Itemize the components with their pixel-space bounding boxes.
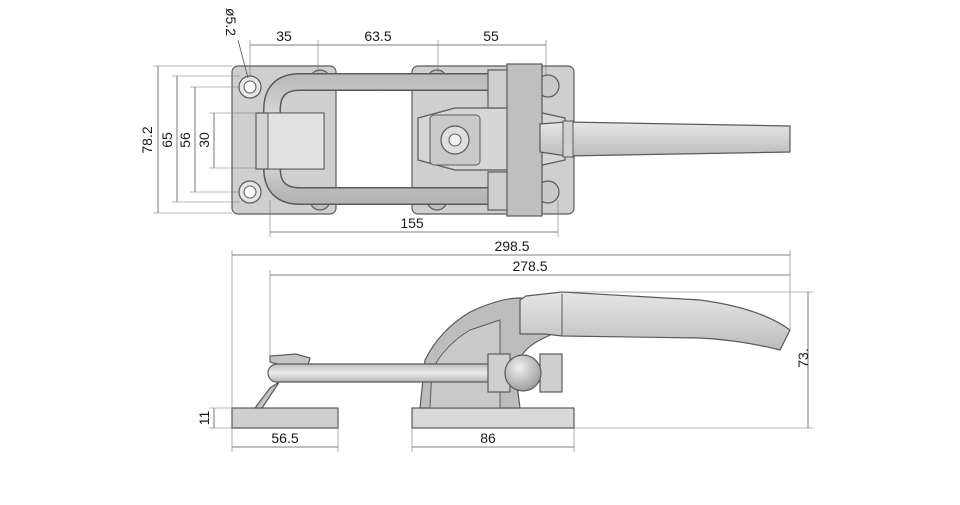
dim-height-65: 65 <box>159 132 175 148</box>
top-view-dimensions: 35 63.5 55 ø5.2 78.2 65 56 30 155 <box>139 8 559 237</box>
dim-hole-diameter: ø5.2 <box>223 8 239 36</box>
handle <box>539 121 791 157</box>
dim-width-298-5: 298.5 <box>494 238 529 254</box>
dim-height-73: 73. <box>795 348 811 367</box>
dim-width-63-5: 63.5 <box>364 28 391 44</box>
dim-width-35: 35 <box>276 28 292 44</box>
ball-joint-icon <box>504 354 542 392</box>
dim-width-86: 86 <box>480 430 496 446</box>
side-view-dimensions: 298.5 278.5 73. 11 56.5 86 <box>196 238 813 452</box>
side-left-base <box>231 407 339 429</box>
dim-width-55: 55 <box>483 28 499 44</box>
side-tie-bar <box>267 363 509 383</box>
dim-width-278-5: 278.5 <box>512 258 547 274</box>
side-handle <box>519 291 791 351</box>
dim-width-155: 155 <box>400 215 424 231</box>
dim-width-56-5: 56.5 <box>271 430 298 446</box>
yoke-bar <box>506 63 543 217</box>
dim-height-11: 11 <box>196 411 212 426</box>
top-view <box>231 63 791 217</box>
dim-height-56: 56 <box>177 132 193 148</box>
mounting-hole-icon <box>238 180 262 204</box>
hex-nut-icon <box>539 353 563 393</box>
dim-height-78-2: 78.2 <box>139 126 155 153</box>
mounting-hole-icon <box>238 75 262 99</box>
side-right-base <box>411 407 575 429</box>
side-view <box>231 291 791 429</box>
dim-height-30: 30 <box>196 132 212 148</box>
